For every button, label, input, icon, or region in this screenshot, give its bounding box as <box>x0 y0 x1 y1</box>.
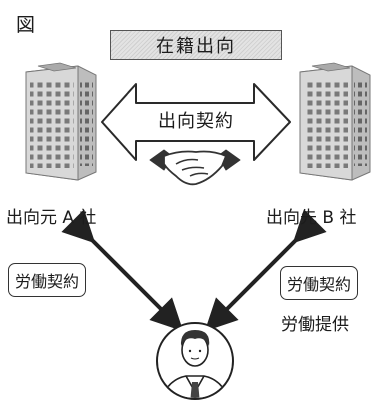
double-arrow-icon <box>101 83 291 161</box>
destination-company-name: 出向先 B 社 <box>266 208 357 228</box>
figure-label: 図 <box>16 14 36 36</box>
origin-building-icon <box>25 62 97 181</box>
employee-avatar-icon <box>156 322 234 400</box>
arrow-icon <box>204 209 327 332</box>
labor-contract-badge-right: 労働契約 <box>280 266 359 300</box>
origin-company-name: 出向元 A 社 <box>6 208 97 228</box>
handshake-icon <box>149 149 241 186</box>
transfer-contract-label: 出向契約 <box>158 111 234 132</box>
bidirectional-arrow-icon <box>61 209 184 332</box>
banner-title: 在籍出向 <box>110 30 282 60</box>
destination-building-icon <box>299 62 371 181</box>
labor-provision-label: 労働提供 <box>281 315 349 335</box>
labor-contract-badge-left: 労働契約 <box>8 263 87 297</box>
